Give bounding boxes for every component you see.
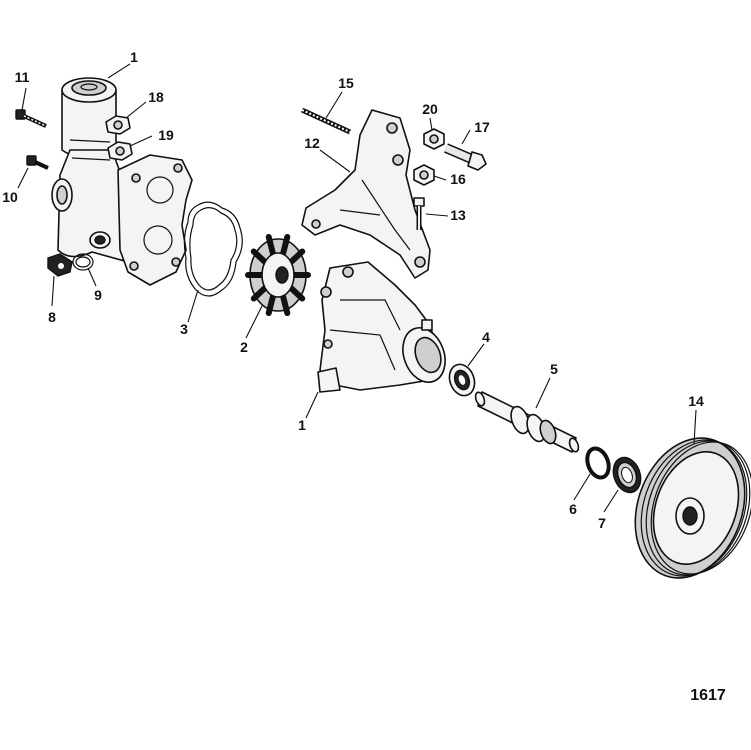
impeller-vane bbox=[287, 248, 306, 266]
impeller-vane bbox=[279, 233, 291, 258]
bolt-13 bbox=[413, 197, 425, 230]
gasket-3 bbox=[183, 201, 243, 297]
leader-lines bbox=[17, 63, 697, 513]
hose-fitting-19 bbox=[107, 141, 133, 161]
callout-19: 19 bbox=[158, 127, 174, 143]
hose-fitting-18 bbox=[105, 115, 131, 135]
callout-8: 8 bbox=[48, 309, 56, 325]
impeller-vane bbox=[265, 233, 277, 258]
callout-1-bottom: 1 bbox=[298, 417, 306, 433]
callout-6: 6 bbox=[569, 501, 577, 517]
callout-7: 7 bbox=[598, 515, 606, 531]
callout-1-top: 1 bbox=[130, 49, 138, 65]
callout-12: 12 bbox=[304, 135, 320, 151]
figure-number: 1617 bbox=[690, 687, 726, 704]
callout-5: 5 bbox=[550, 361, 558, 377]
callout-16: 16 bbox=[450, 171, 466, 187]
callout-labels: 1 11 18 19 10 9 8 3 2 15 12 20 17 16 13 … bbox=[2, 49, 704, 531]
callout-17: 17 bbox=[474, 119, 490, 135]
callout-20: 20 bbox=[422, 101, 438, 117]
bolt-10 bbox=[26, 155, 49, 170]
stud-15 bbox=[300, 107, 352, 135]
callout-13: 13 bbox=[450, 207, 466, 223]
lower-pump-housing bbox=[317, 261, 446, 393]
o-ring-9 bbox=[72, 253, 94, 271]
impeller-vane bbox=[265, 292, 277, 317]
impeller-vane bbox=[287, 284, 306, 302]
callout-18: 18 bbox=[148, 89, 164, 105]
shaft-5 bbox=[474, 391, 580, 453]
upper-pump-housing bbox=[51, 77, 193, 286]
impeller-vane bbox=[279, 292, 291, 317]
callout-14: 14 bbox=[688, 393, 704, 409]
impeller-vane bbox=[250, 284, 269, 302]
nut-16 bbox=[413, 164, 435, 186]
callout-3: 3 bbox=[180, 321, 188, 337]
callout-9: 9 bbox=[94, 287, 102, 303]
seal-7 bbox=[612, 456, 642, 494]
callout-15: 15 bbox=[338, 75, 354, 91]
callout-2: 2 bbox=[240, 339, 248, 355]
callout-11: 11 bbox=[15, 69, 30, 85]
impeller-2 bbox=[245, 233, 311, 317]
drain-plug-8 bbox=[47, 253, 73, 277]
bearing-4 bbox=[448, 363, 476, 397]
bolt-11 bbox=[15, 109, 47, 128]
nut-20 bbox=[423, 128, 445, 150]
pulley-14 bbox=[634, 437, 751, 579]
snap-ring-6 bbox=[585, 446, 611, 480]
bolt-17 bbox=[444, 143, 487, 171]
mounting-bracket-12 bbox=[301, 109, 431, 279]
impeller-vane bbox=[250, 248, 269, 266]
callout-10: 10 bbox=[2, 189, 18, 205]
callout-4: 4 bbox=[482, 329, 490, 345]
